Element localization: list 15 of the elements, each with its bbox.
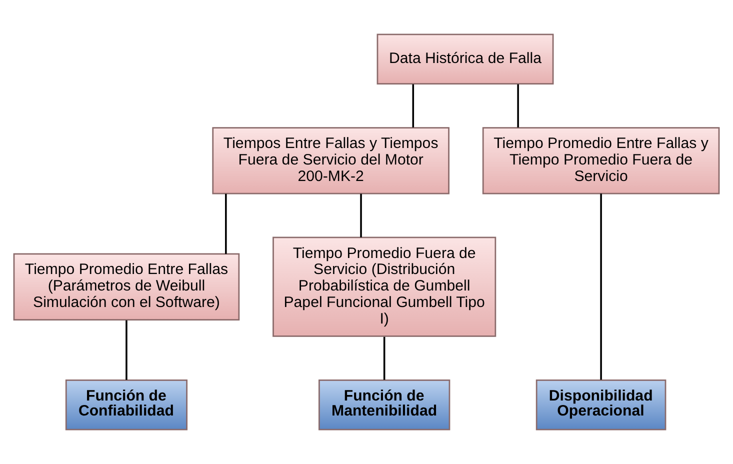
connector — [383, 336, 386, 380]
connector — [225, 194, 227, 254]
node-box: Función de Confiabilidad — [65, 379, 188, 430]
connector — [360, 194, 362, 238]
node-box: Tiempo Promedio Entre Fallas y Tiempo Promedio Fuera de Servicio — [482, 127, 720, 194]
connector — [517, 84, 519, 128]
node-box: Función de Mantenibilidad — [318, 379, 450, 430]
connector — [600, 194, 602, 380]
node-box: Data Histórica de Falla — [376, 34, 554, 85]
connector — [126, 320, 128, 380]
node-box: Tiempo Promedio Entre Fallas (Parámetros de Weibull Simulación con el Software) — [13, 253, 240, 320]
connector — [412, 84, 414, 128]
node-box: Disponibilidad Operacional — [536, 379, 666, 430]
node-box: Tiempos Entre Fallas y Tiempos Fuera de Servicio del Motor 200-MK-2 — [212, 127, 450, 194]
node-box: Tiempo Promedio Fuera de Servicio (Distribución Probabilística de Gumbell Papel Funcional Gumbell Tipo I) — [272, 236, 496, 337]
